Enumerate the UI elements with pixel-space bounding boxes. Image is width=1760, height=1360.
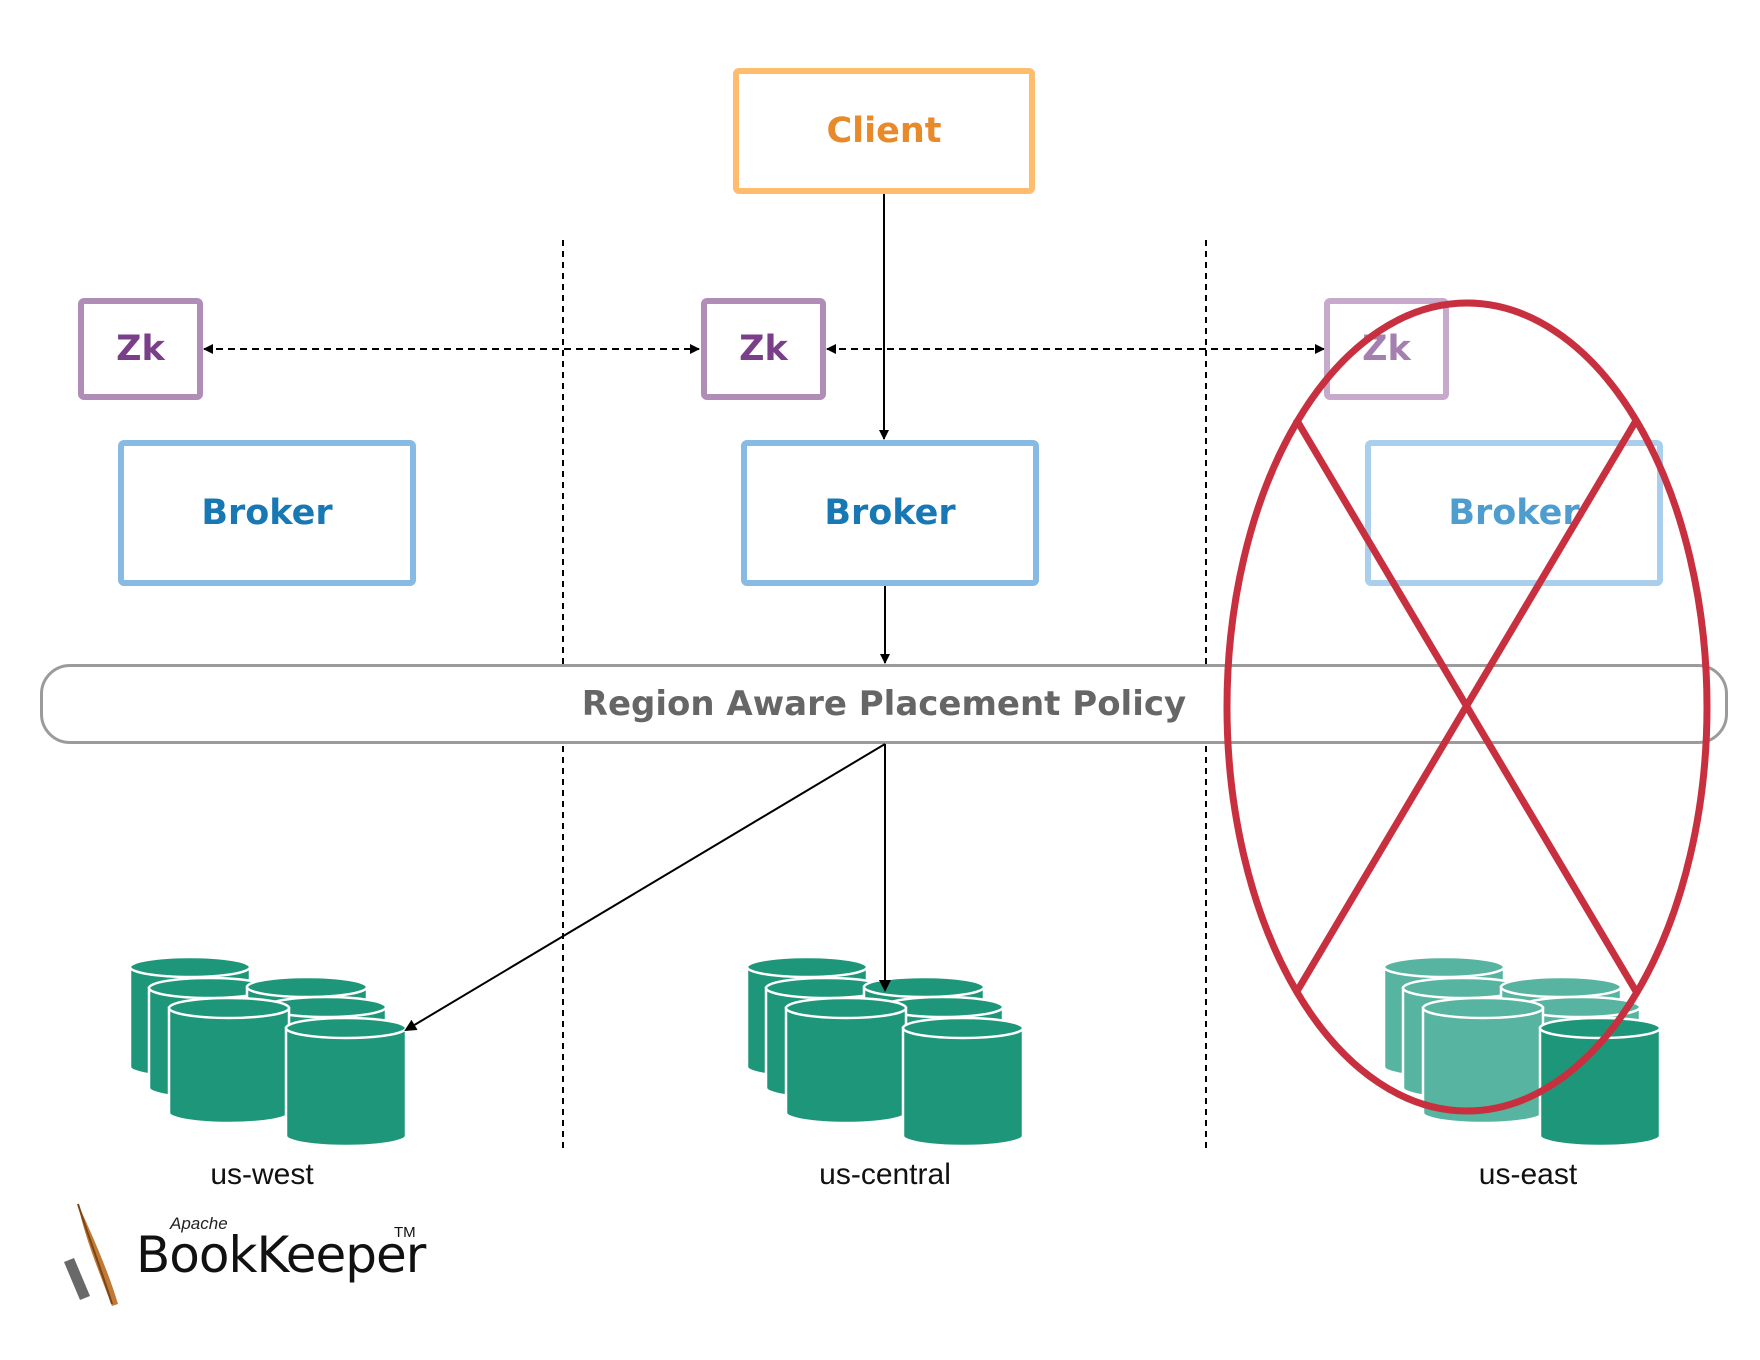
zk-box-us-central: Zk (701, 298, 826, 400)
failure-ellipse (1223, 299, 1711, 1115)
broker-box-us-west: Broker (118, 440, 416, 586)
bookie-cylinder-icon (901, 1016, 1025, 1148)
broker-label: Broker (201, 493, 333, 533)
bookie-cluster-us-east (1382, 955, 1662, 1148)
failure-cross-line-2 (1292, 417, 1641, 995)
quill-icon (64, 1203, 118, 1306)
zk-box-us-west: Zk (78, 298, 203, 400)
zk-label: Zk (739, 329, 788, 369)
logo-apache-text: Apache (170, 1214, 228, 1233)
region-label-us-east: us-east (1478, 1158, 1578, 1191)
placement-policy-label: Region Aware Placement Policy (581, 684, 1187, 724)
region-label-us-west: us-west (210, 1158, 314, 1191)
bookie-cylinder-icon (1421, 996, 1545, 1125)
bookie-cylinder-icon (784, 996, 908, 1125)
bookie-cylinder-icon (1538, 1016, 1662, 1148)
zk-box-us-east: Zk (1324, 298, 1449, 400)
logo-trademark: TM (394, 1224, 416, 1241)
client-box: Client (733, 68, 1035, 194)
zk-label: Zk (116, 329, 165, 369)
broker-box-us-central: Broker (741, 440, 1039, 586)
logo-name-text: BookKeeper (136, 1226, 426, 1284)
bookie-cluster-us-west (128, 955, 408, 1148)
policy-to-us-west-arrow (404, 743, 886, 1032)
bookie-cluster-us-central (745, 955, 1025, 1148)
client-label: Client (826, 111, 942, 151)
broker-label: Broker (1448, 493, 1580, 533)
bookie-cylinder-icon (167, 996, 291, 1125)
region-failure-mark (1223, 299, 1711, 1115)
broker-label: Broker (824, 493, 956, 533)
bookkeeper-logo: Apache BookKeeper TM (60, 1200, 440, 1320)
bookie-cylinder-icon (284, 1016, 408, 1148)
region-label-us-central: us-central (819, 1158, 951, 1191)
